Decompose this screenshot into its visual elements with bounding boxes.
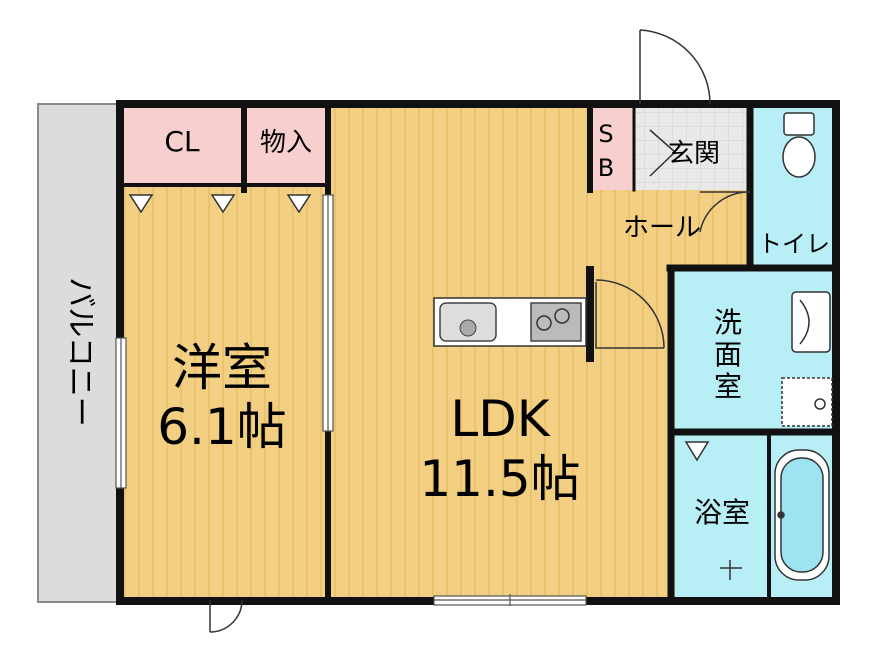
entrance-label: 玄関 bbox=[668, 139, 720, 169]
ldk-size: 11.5帖 bbox=[419, 450, 580, 508]
bathroom-label: 浴室 bbox=[694, 496, 750, 529]
shoe-box-label-1: S bbox=[598, 120, 613, 148]
shoe-box-label-2: B bbox=[598, 154, 614, 182]
shoe-box-floor bbox=[590, 108, 634, 190]
western-room-size: 6.1帖 bbox=[157, 398, 287, 456]
stove-icon bbox=[530, 302, 582, 342]
storage-label: 物入 bbox=[260, 128, 312, 158]
windows bbox=[115, 194, 587, 606]
bathtub-icon bbox=[720, 449, 830, 581]
washroom-label-3: 室 bbox=[714, 370, 742, 403]
kitchen-counter bbox=[433, 297, 587, 347]
toilet-icon bbox=[782, 112, 816, 178]
toilet-label: トイレ bbox=[758, 230, 830, 258]
closet-door-markers bbox=[128, 194, 710, 462]
doors bbox=[209, 29, 751, 633]
washroom-label-1: 洗 bbox=[714, 306, 742, 339]
closet-floor bbox=[120, 108, 244, 185]
ldk-floor bbox=[328, 108, 590, 597]
washing-machine-icon bbox=[781, 377, 833, 427]
ldk-name: LDK bbox=[450, 390, 550, 448]
hall-label: ホール bbox=[623, 213, 701, 243]
balcony: バルコニー bbox=[37, 103, 121, 603]
western-room-floor bbox=[120, 185, 328, 597]
ldk-floor-lower bbox=[590, 350, 675, 597]
washroom-label-2: 面 bbox=[714, 338, 742, 371]
storage-floor bbox=[244, 108, 328, 185]
balcony-label: バルコニー bbox=[63, 277, 98, 426]
western-room-name: 洋室 bbox=[172, 339, 272, 397]
entrance-floor bbox=[634, 108, 750, 190]
closet-label: CL bbox=[164, 125, 200, 158]
washbasin-icon bbox=[791, 291, 831, 353]
